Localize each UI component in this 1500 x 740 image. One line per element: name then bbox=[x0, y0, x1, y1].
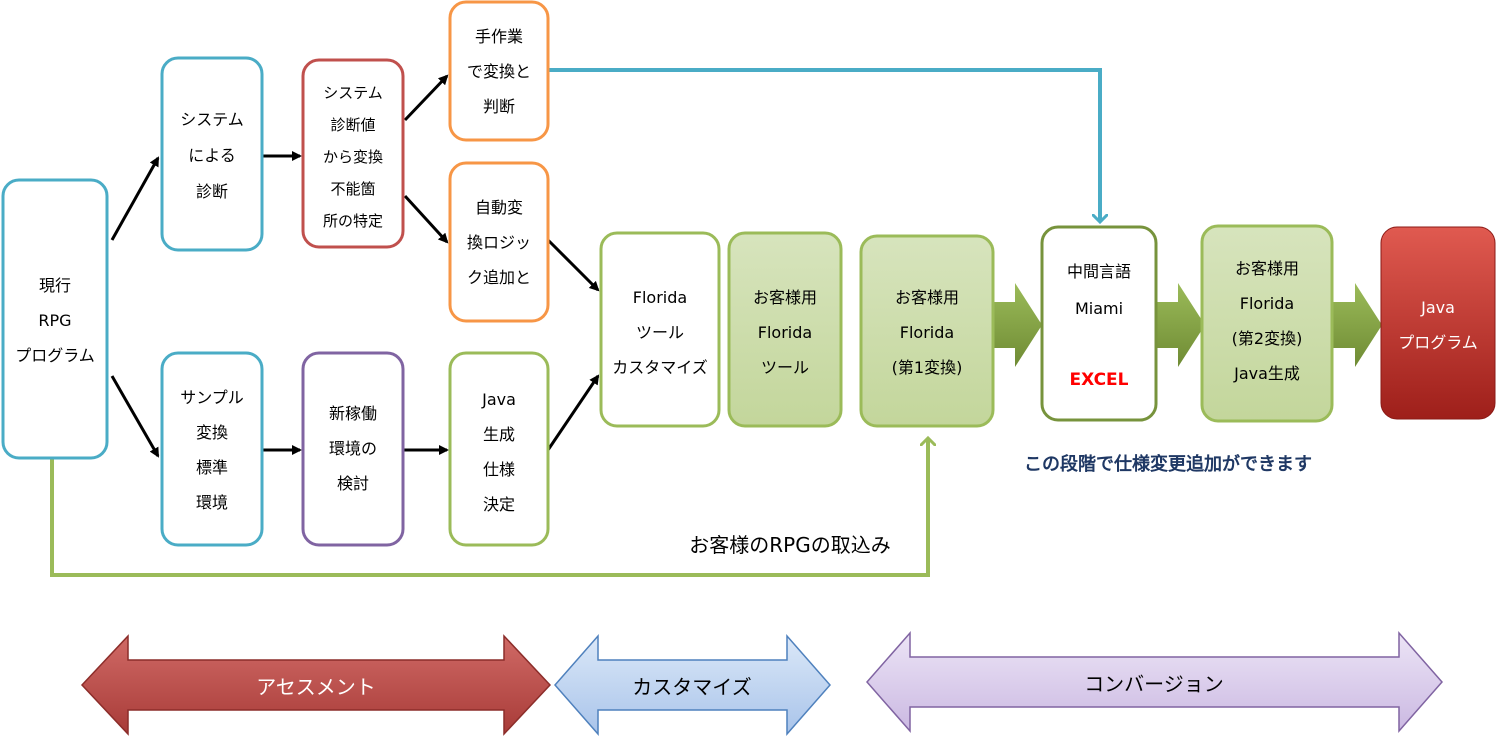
node-javaspec-line-2: 仕様 bbox=[483, 460, 515, 479]
node-java-line-1: プログラム bbox=[1398, 333, 1478, 352]
label-spec-change-note: この段階で仕様変更追加ができます bbox=[1024, 453, 1312, 475]
node-sample-line-2: 標準 bbox=[196, 458, 228, 477]
node-new-env: 新稼働 環境の 検討 bbox=[301, 351, 405, 547]
node-miami-line-0: 中間言語 bbox=[1067, 262, 1131, 281]
node-sample-env: サンプル 変換 標準 環境 bbox=[160, 351, 264, 547]
node-cust-2nd-line-0: お客様用 bbox=[1235, 259, 1299, 278]
phase-customize-label: カスタマイズ bbox=[632, 675, 751, 699]
node-system-diagnosis-line-1: による bbox=[188, 146, 236, 165]
node-cust-tool-line-2: ツール bbox=[761, 358, 809, 377]
node-florida-cust-line-1: ツール bbox=[636, 323, 684, 342]
big-arrow-3 bbox=[1332, 283, 1382, 367]
node-identify-line-0: システム bbox=[323, 84, 383, 102]
node-miami-line-1: Miami bbox=[1075, 299, 1123, 318]
phase-conversion: コンバージョン bbox=[866, 631, 1443, 733]
node-sample-line-0: サンプル bbox=[180, 388, 244, 407]
phase-assessment-label: アセスメント bbox=[256, 675, 376, 699]
connectors bbox=[50, 68, 1100, 577]
arrow-rpg-to-sample bbox=[110, 375, 160, 458]
arrow-java-to-florida bbox=[546, 374, 600, 451]
node-current-rpg: 現行 RPG プログラム bbox=[1, 178, 109, 460]
node-identify-line-3: 不能箇 bbox=[330, 180, 375, 198]
node-auto-line-1: 換ロジッ bbox=[467, 233, 531, 252]
node-system-diagnosis: システム による 診断 bbox=[160, 56, 264, 252]
node-newenv-line-0: 新稼働 bbox=[329, 404, 377, 423]
phase-customize: カスタマイズ bbox=[554, 634, 831, 736]
node-auto-line-0: 自動変 bbox=[475, 198, 523, 217]
connector-rpg-import bbox=[50, 438, 928, 577]
arrow-rpg-to-diagnosis bbox=[110, 156, 160, 241]
node-java-line-0: Java bbox=[1420, 298, 1455, 317]
node-miami-excel: EXCEL bbox=[1069, 370, 1128, 390]
node-cust-tool-line-1: Florida bbox=[758, 323, 812, 342]
node-cust-1st-line-2: (第1変換) bbox=[892, 358, 963, 377]
node-sample-line-3: 環境 bbox=[196, 493, 228, 512]
big-arrow-1 bbox=[993, 283, 1042, 367]
arrow-identify-to-auto bbox=[403, 194, 449, 244]
label-rpg-import: お客様のRPGの取込み bbox=[689, 533, 890, 557]
node-identify-line-2: から変換 bbox=[323, 148, 383, 166]
node-system-diagnosis-line-2: 診断 bbox=[196, 182, 228, 201]
node-florida-cust-line-2: カスタマイズ bbox=[612, 358, 708, 377]
node-unconvertible-identify: システム 診断値 から変換 不能箇 所の特定 bbox=[301, 58, 405, 249]
node-cust-1st-line-0: お客様用 bbox=[895, 288, 959, 307]
node-current-rpg-line-2: プログラム bbox=[15, 346, 95, 365]
node-cust-1st-line-1: Florida bbox=[900, 323, 954, 342]
node-cust-2nd-line-2: (第2変換) bbox=[1232, 329, 1303, 348]
node-cust-tool-line-0: お客様用 bbox=[753, 288, 817, 307]
node-javaspec-line-0: Java bbox=[481, 390, 516, 409]
big-arrow-2 bbox=[1156, 283, 1205, 367]
node-miami: 中間言語 Miami EXCEL bbox=[1040, 225, 1158, 422]
node-identify-line-1: 診断値 bbox=[330, 116, 375, 134]
node-newenv-line-1: 環境の bbox=[329, 439, 377, 458]
node-customer-florida-1st: お客様用 Florida (第1変換) bbox=[859, 234, 995, 428]
node-cust-2nd-line-3: Java生成 bbox=[1233, 364, 1300, 383]
node-newenv-line-2: 検討 bbox=[337, 474, 369, 493]
node-customer-florida-tool: お客様用 Florida ツール bbox=[727, 231, 843, 428]
arrow-identify-to-manual bbox=[403, 74, 449, 122]
phase-conversion-label: コンバージョン bbox=[1084, 672, 1224, 696]
node-cust-2nd-line-1: Florida bbox=[1240, 294, 1294, 313]
node-javaspec-line-1: 生成 bbox=[483, 425, 515, 444]
node-sample-line-1: 変換 bbox=[196, 423, 228, 442]
node-florida-cust-line-0: Florida bbox=[633, 288, 687, 307]
node-javaspec-line-3: 決定 bbox=[483, 495, 515, 514]
node-identify-line-4: 所の特定 bbox=[323, 212, 383, 230]
node-manual-line-2: 判断 bbox=[483, 97, 515, 116]
node-current-rpg-line-0: 現行 bbox=[39, 276, 71, 295]
node-auto-line-2: ク追加と bbox=[467, 268, 531, 287]
arrow-auto-to-florida bbox=[546, 238, 600, 292]
node-current-rpg-line-1: RPG bbox=[38, 311, 71, 330]
node-manual-convert: 手作業 で変換と 判断 bbox=[448, 0, 550, 142]
node-auto-logic: 自動変 換ロジッ ク追加と bbox=[448, 161, 550, 323]
node-manual-line-0: 手作業 bbox=[475, 27, 523, 46]
big-green-arrows bbox=[993, 283, 1382, 367]
phase-assessment: アセスメント bbox=[80, 634, 552, 736]
node-customer-florida-2nd: お客様用 Florida (第2変換) Java生成 bbox=[1200, 224, 1334, 423]
connector-manual-to-miami bbox=[548, 68, 1100, 222]
node-java-spec: Java 生成 仕様 決定 bbox=[448, 351, 550, 547]
node-manual-line-1: で変換と bbox=[467, 62, 531, 81]
node-system-diagnosis-line-0: システム bbox=[180, 110, 244, 129]
node-florida-customize: Florida ツール カスタマイズ bbox=[599, 231, 721, 428]
node-java-program: Java プログラム bbox=[1380, 226, 1496, 420]
